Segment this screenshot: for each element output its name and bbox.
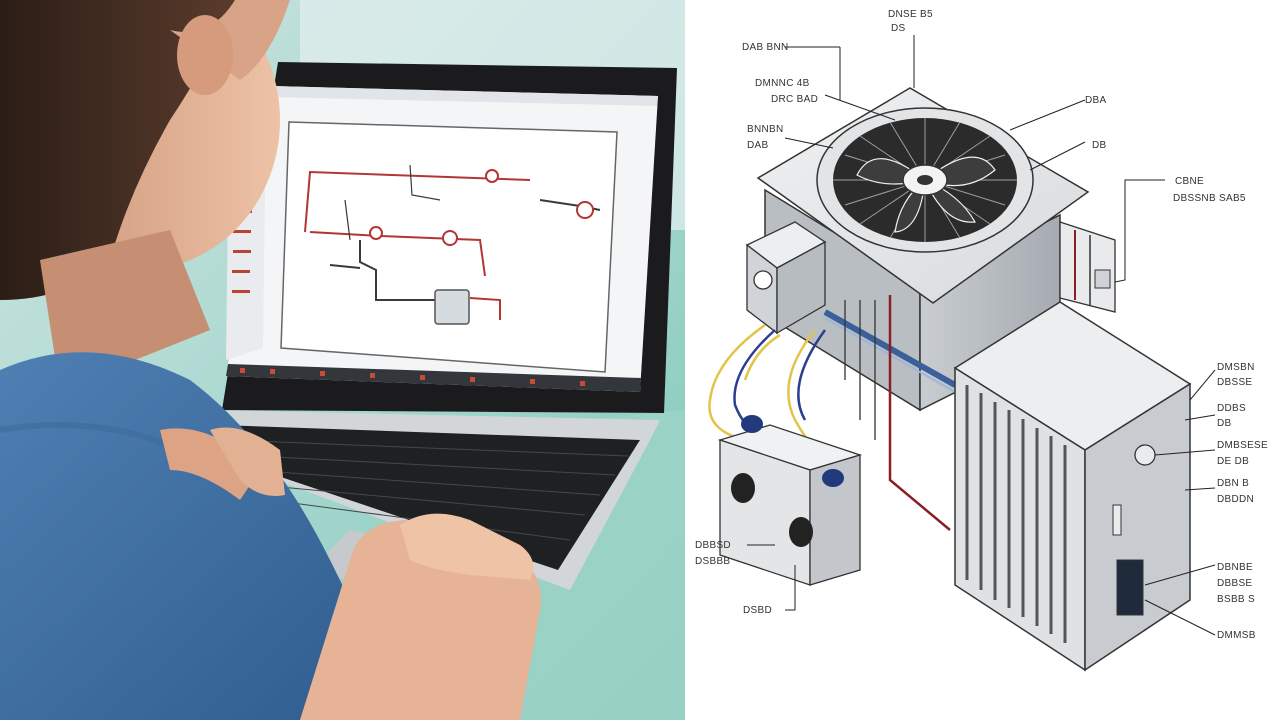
side-bracket	[1059, 221, 1116, 313]
person-right-hand	[400, 513, 534, 580]
electrical-box	[745, 221, 827, 335]
callout-tl2a: DMNNC 4B	[755, 78, 810, 89]
capacitor-box	[717, 415, 863, 586]
callout-r5b: DBDDN	[1217, 494, 1255, 505]
callout-tl1: DAB BNN	[742, 42, 789, 53]
hvac-diagram-panel: DNSE B5 DS DAB BNN DMNNC 4B DRC BAD BNNB…	[685, 0, 1280, 720]
laptop-user-photo	[0, 0, 685, 720]
laptop-keyboard	[220, 425, 640, 570]
callout-r1b: DBSSNB SAB5	[1173, 193, 1246, 204]
person-hair	[0, 0, 235, 300]
hvac-unit-diagram	[708, 35, 1216, 672]
callout-r2b: DBSSE	[1217, 377, 1253, 388]
person-left-hand	[210, 427, 285, 496]
callout-tl3b: DAB	[747, 140, 769, 151]
lower-condenser-unit	[953, 301, 1192, 672]
callout-bl1a: DBBSD	[695, 540, 731, 551]
callout-tr1: DBA	[1085, 95, 1107, 106]
callout-top-a: DNSE B5	[888, 9, 933, 20]
callout-bl1b: DSBBB	[695, 556, 731, 567]
schematic-wires	[304, 164, 601, 320]
callout-r3b: DB	[1217, 418, 1232, 429]
callout-r1a: CBNE	[1175, 176, 1204, 187]
condenser-fan	[816, 107, 1034, 253]
callout-tl3a: BNNBN	[747, 124, 784, 135]
callout-r6c: BSBB S	[1217, 594, 1255, 605]
callout-bl2: DSBD	[743, 605, 772, 616]
callout-r6a: DBNBE	[1217, 562, 1253, 573]
callout-top-b: DS	[891, 23, 906, 34]
schematic-canvas	[280, 121, 618, 373]
person-shirt	[0, 352, 400, 720]
callout-r7: DMMSB	[1217, 630, 1256, 641]
callout-r2a: DMSBN	[1217, 362, 1255, 373]
callout-r4a: DMBSESE	[1217, 440, 1269, 451]
callout-r4b: DE DB	[1217, 456, 1250, 467]
callout-r5a: DBN B	[1217, 478, 1250, 489]
callout-r3a: DDBS	[1217, 403, 1246, 414]
callout-r6b: DBBSE	[1217, 578, 1253, 589]
callout-tl2b: DRC BAD	[771, 94, 819, 105]
taskbar	[226, 364, 641, 392]
callout-tr2: DB	[1092, 140, 1107, 151]
leader-lines	[747, 35, 1216, 636]
